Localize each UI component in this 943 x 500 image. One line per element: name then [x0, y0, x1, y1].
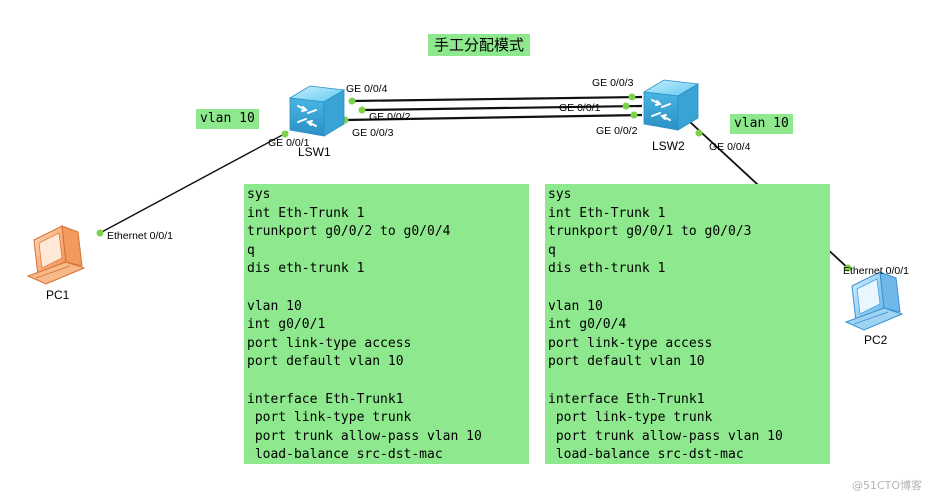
- port-dot-lsw1-ge002: [358, 106, 366, 114]
- config-line: q: [548, 242, 556, 258]
- port-label-lsw2-ge001: GE 0/0/1: [559, 102, 601, 114]
- config-line: int Eth-Trunk 1: [548, 205, 666, 221]
- config-line: dis eth-trunk 1: [548, 261, 666, 277]
- config-line: dis eth-trunk 1: [247, 261, 365, 277]
- config-box-lsw2: sys int Eth-Trunk 1 trunkport g0/0/1 to …: [545, 184, 830, 464]
- port-label-pc2: Ethernet 0/0/1: [843, 265, 909, 277]
- port-dot-lsw2-ge002: [630, 111, 638, 119]
- config-box-lsw1: sys int Eth-Trunk 1 trunkport g0/0/2 to …: [244, 184, 529, 464]
- port-label-lsw1-ge002: GE 0/0/2: [369, 111, 411, 123]
- config-line: [247, 372, 529, 391]
- port-dots: [96, 93, 852, 272]
- config-line: port default vlan 10: [247, 354, 404, 370]
- config-line: vlan 10: [247, 298, 302, 314]
- config-line: trunkport g0/0/1 to g0/0/3: [548, 224, 752, 240]
- trunk-links: [344, 95, 643, 122]
- diagram-title: 手工分配模式: [428, 34, 531, 56]
- vlan-tag-left: vlan 10: [196, 109, 259, 129]
- port-dot-lsw2-ge003: [628, 93, 636, 101]
- config-line: q: [247, 242, 255, 258]
- port-label-lsw2-ge004: GE 0/0/4: [709, 141, 751, 153]
- link-pc1-lsw1: [97, 131, 289, 235]
- config-line: port default vlan 10: [548, 354, 705, 370]
- config-line: interface Eth-Trunk1: [548, 391, 705, 407]
- config-line: load-balance src-dst-mac: [247, 447, 443, 463]
- pc-icon-pc2: [844, 271, 904, 331]
- config-line: port link-type trunk: [247, 410, 412, 426]
- config-line: int g0/0/4: [548, 317, 627, 333]
- config-line: port trunk allow-pass vlan 10: [548, 428, 783, 444]
- config-line: sys: [548, 187, 572, 202]
- config-line: interface Eth-Trunk1: [247, 391, 404, 407]
- link-ge003-ge002: [344, 113, 643, 122]
- config-line: trunkport g0/0/2 to g0/0/4: [247, 224, 451, 240]
- port-dot-lsw2-ge004: [695, 129, 703, 137]
- link-ge004-ge003: [351, 95, 643, 103]
- config-line: int g0/0/1: [247, 317, 326, 333]
- config-line: port trunk allow-pass vlan 10: [247, 428, 482, 444]
- port-label-lsw1-ge003: GE 0/0/3: [352, 127, 394, 139]
- link-ge002-ge001: [361, 104, 643, 112]
- switch-icon-lsw1: [288, 85, 346, 137]
- port-dot-lsw1-ge004: [348, 97, 356, 105]
- port-dot-pc2: [844, 264, 852, 272]
- port-label-lsw2-ge003: GE 0/0/3: [592, 77, 634, 89]
- device-label-pc2: PC2: [864, 333, 888, 347]
- port-label-lsw1-ge004: GE 0/0/4: [346, 83, 388, 95]
- port-dot-pc1: [96, 229, 104, 237]
- device-label-lsw2: LSW2: [652, 139, 685, 153]
- config-line: int Eth-Trunk 1: [247, 205, 365, 221]
- port-dot-lsw2-ge001: [622, 102, 630, 110]
- config-line: port link-type access: [247, 335, 412, 351]
- port-dot-lsw1-ge001: [281, 130, 289, 138]
- config-line: [548, 279, 830, 298]
- config-line: load-balance src-dst-mac: [548, 447, 744, 463]
- port-label-pc1: Ethernet 0/0/1: [107, 230, 173, 242]
- config-line: port link-type access: [548, 335, 713, 351]
- device-label-lsw1: LSW1: [298, 145, 331, 159]
- vlan-tag-right: vlan 10: [730, 114, 793, 134]
- config-line: [247, 279, 529, 298]
- config-line: sys: [247, 187, 271, 202]
- config-line: [548, 372, 830, 391]
- port-label-lsw1-ge001: GE 0/0/1: [268, 137, 310, 149]
- config-line: vlan 10: [548, 298, 603, 314]
- watermark-text: @51CTO博客: [852, 479, 923, 492]
- device-label-pc1: PC1: [46, 288, 70, 302]
- switch-icon-lsw2: [642, 79, 700, 131]
- port-label-lsw2-ge002: GE 0/0/2: [596, 125, 638, 137]
- pc-icon-pc1: [26, 225, 86, 285]
- config-line: port link-type trunk: [548, 410, 713, 426]
